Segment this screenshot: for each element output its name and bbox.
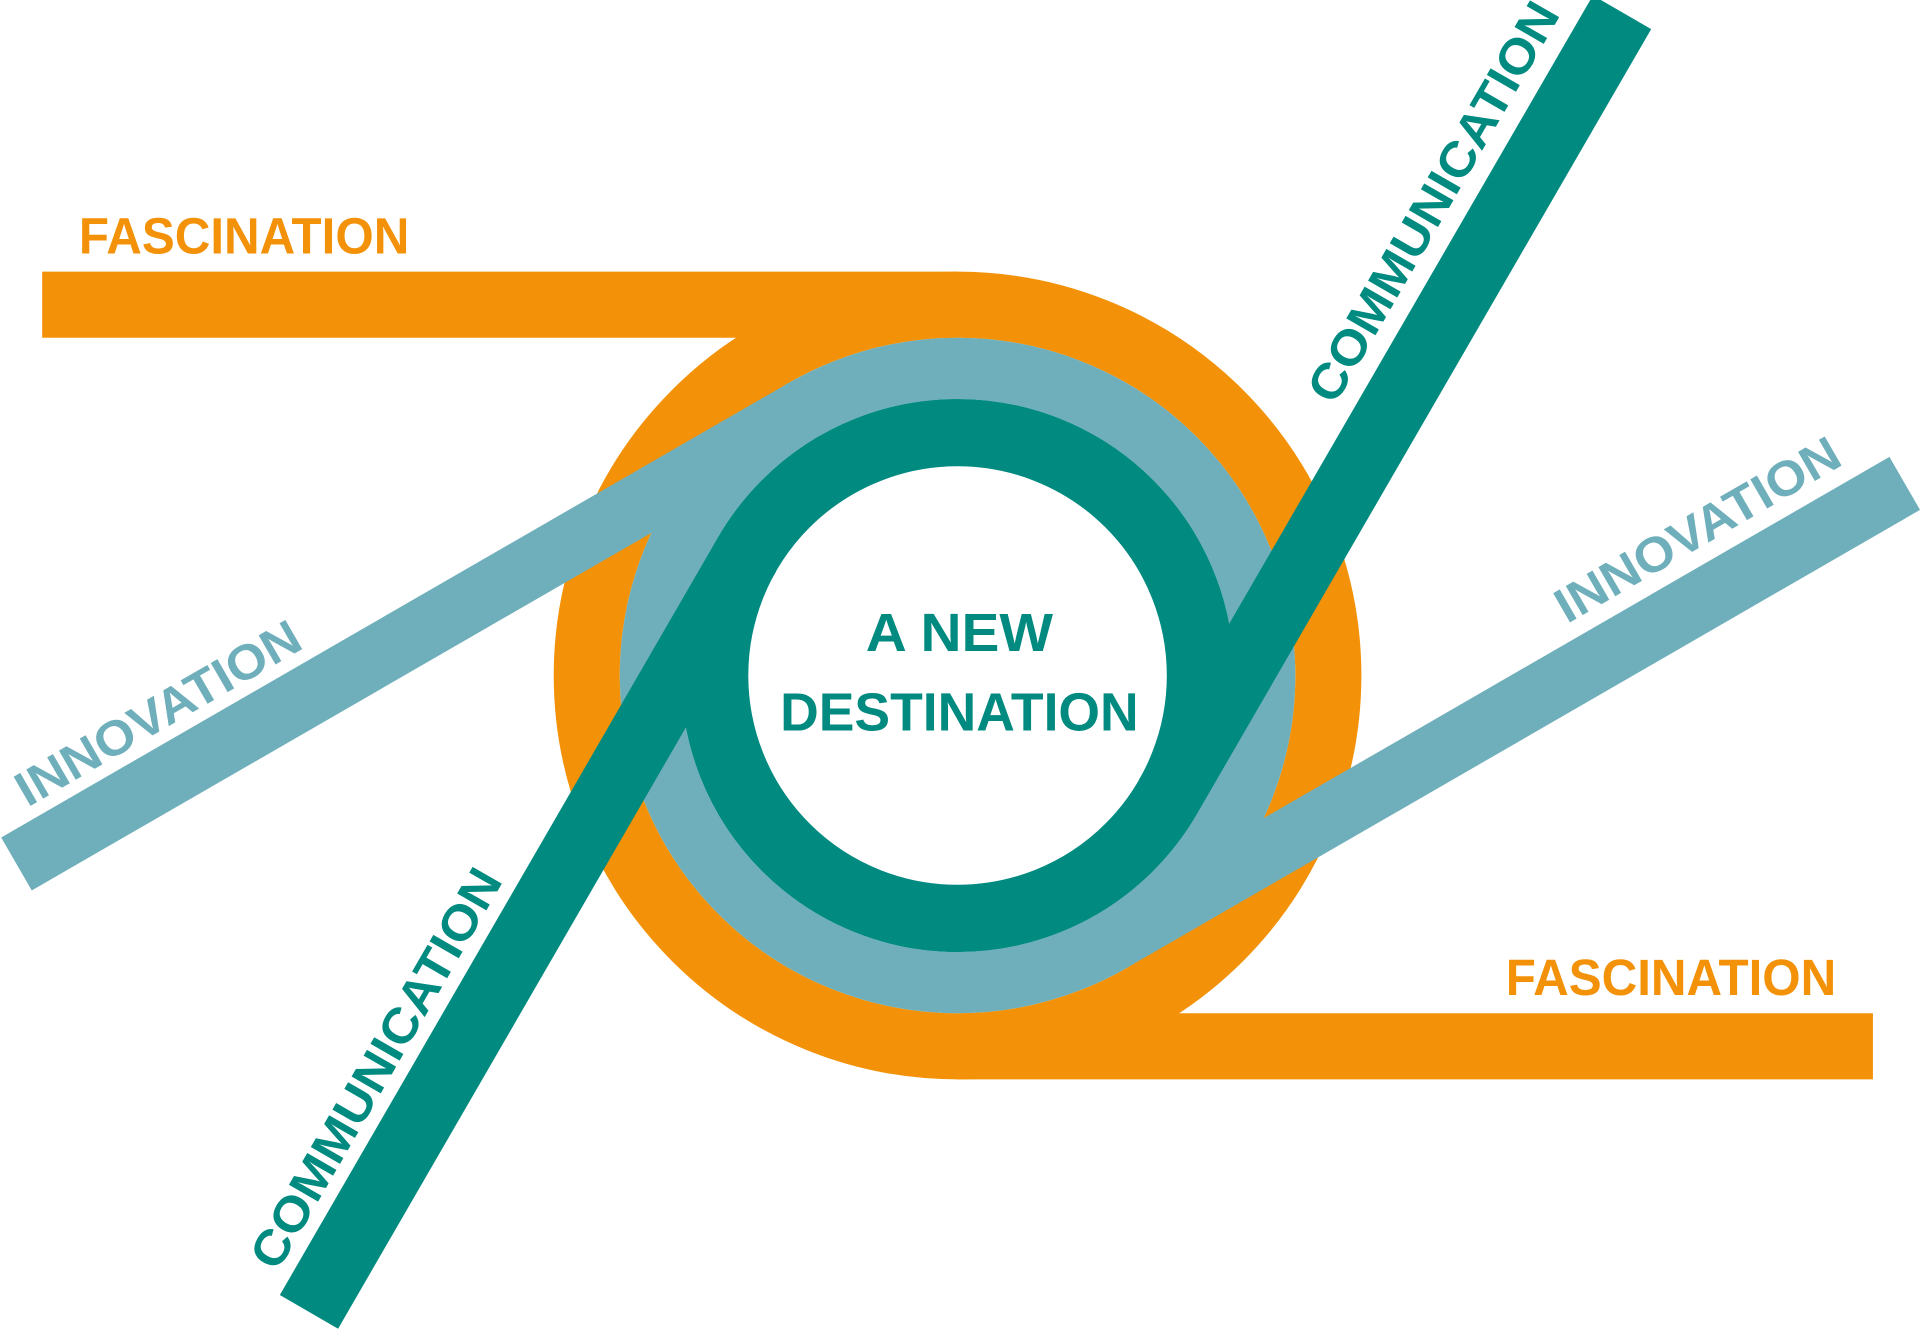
fascination-loop	[42, 271, 1873, 1080]
fascination-label-top: FASCINATION	[79, 206, 409, 264]
communication-bar-right	[1138, 0, 1652, 814]
innovation-bar-left	[1, 382, 820, 891]
communication-bar-left	[279, 537, 777, 1329]
communication-ring	[680, 398, 1235, 953]
communication-loop	[279, 0, 1652, 1329]
center-title-line1: A NEW	[866, 603, 1053, 663]
fascination-label-bottom: FASCINATION	[1506, 948, 1836, 1006]
innovation-bar-right	[1095, 456, 1920, 969]
center-title-line2: DESTINATION	[780, 683, 1139, 743]
